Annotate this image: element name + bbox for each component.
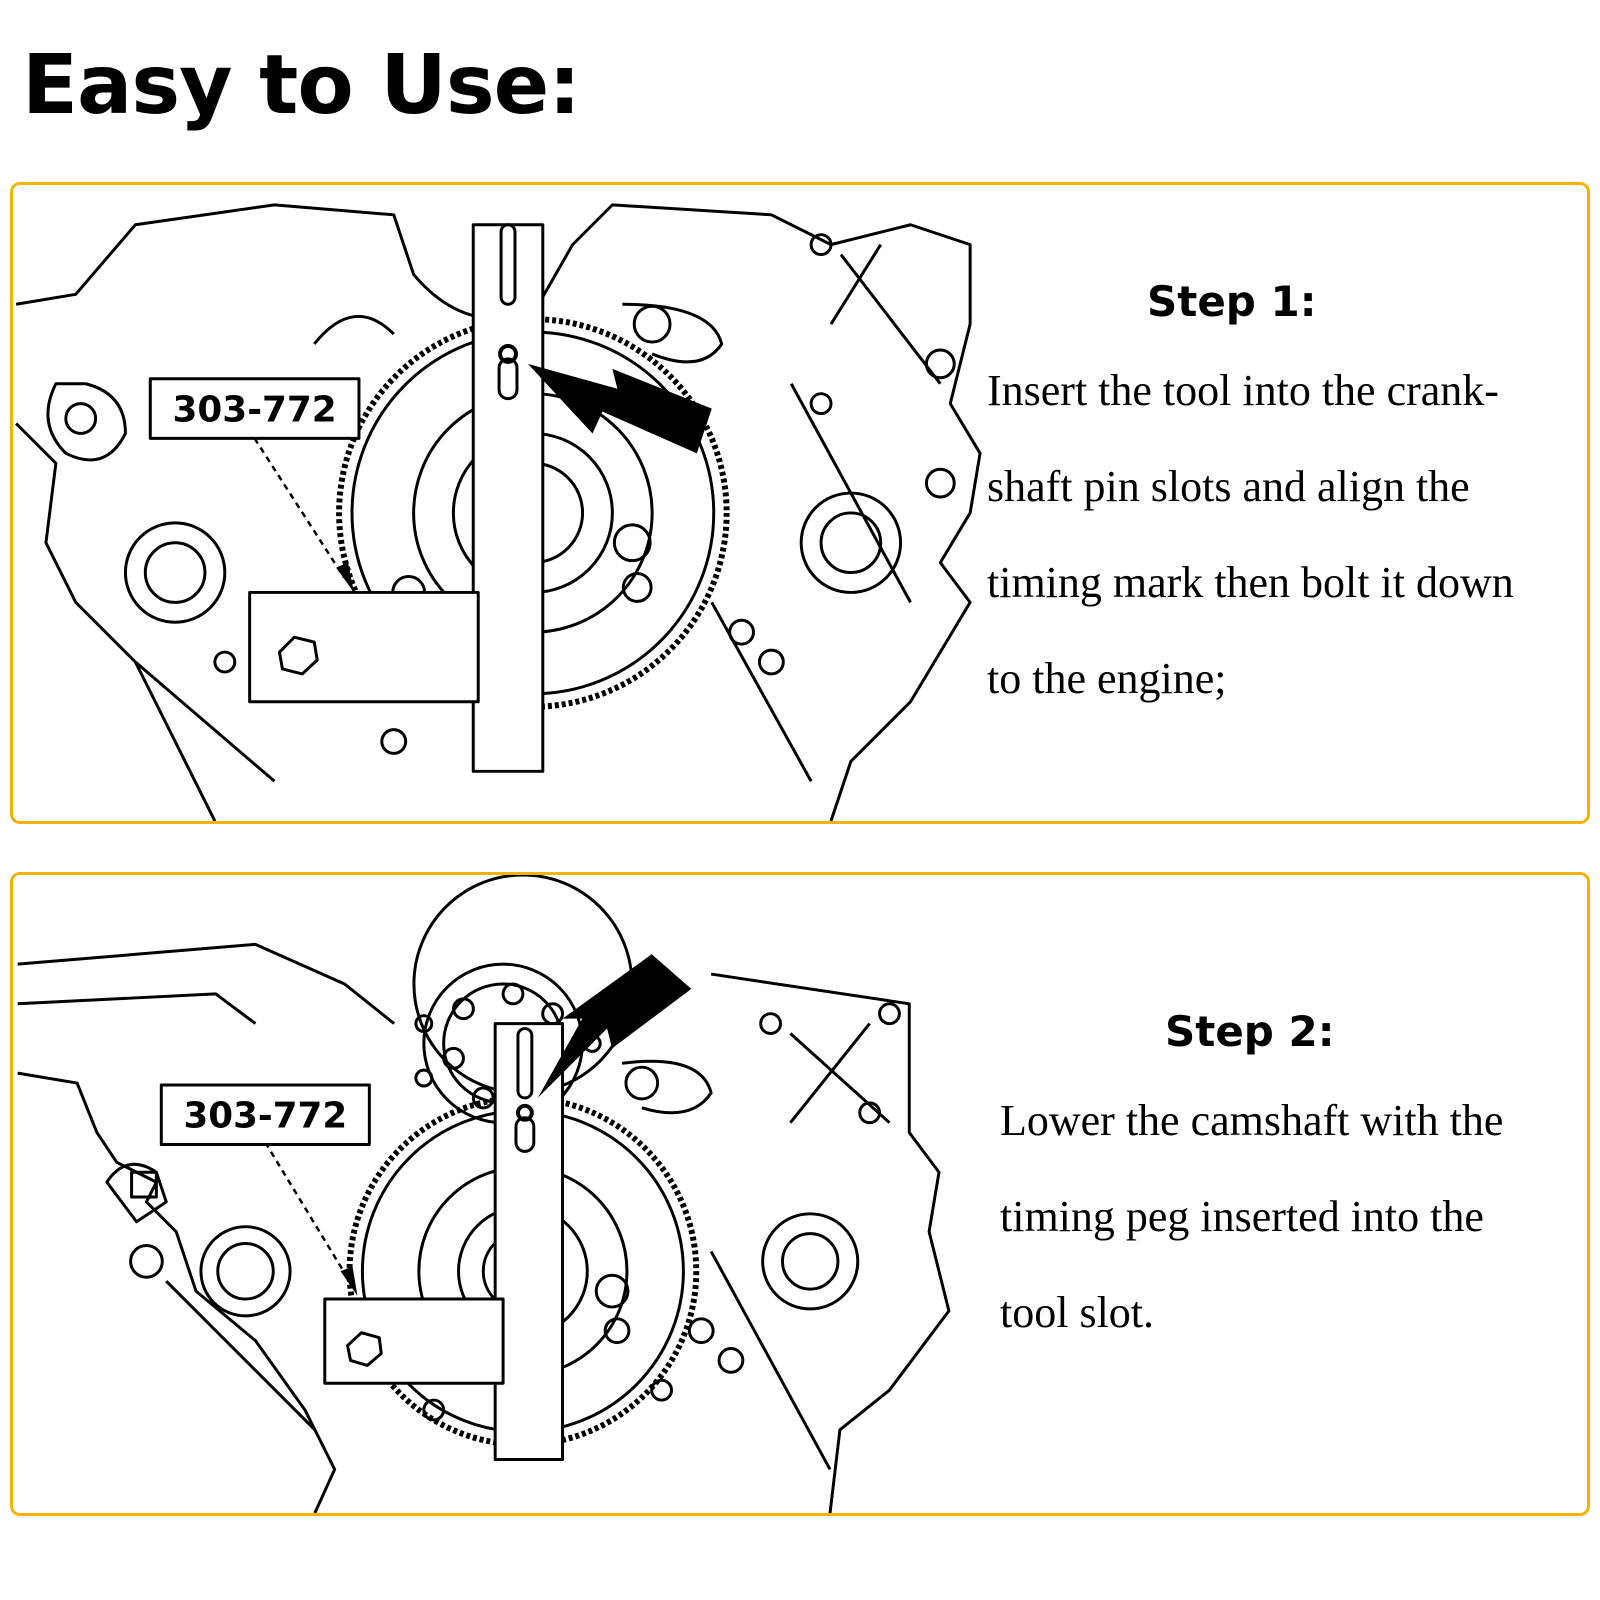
step-2-line: tool slot.	[1000, 1288, 1155, 1337]
part-number-label: 303-772	[183, 1096, 347, 1137]
step-2-diagram: 303-772	[13, 875, 1013, 1513]
part-number-label: 303-772	[173, 390, 337, 431]
step-1-line: timing mark then bolt it down	[987, 558, 1514, 607]
part-number-box	[148, 377, 361, 440]
timing-tool-bar	[471, 223, 545, 773]
step-1-line: to the engine;	[987, 654, 1227, 703]
step-2-text: Lower the camshaft with the timing peg i…	[1000, 1073, 1503, 1361]
step-2-title: Step 2:	[1165, 1007, 1335, 1056]
step-1-line: shaft pin slots and align the	[987, 462, 1470, 511]
pointer-arrow	[527, 363, 712, 454]
pointer-arrow	[537, 954, 692, 1098]
step-2-line: timing peg inserted into the	[1000, 1192, 1484, 1241]
step-2-line: Lower the camshaft with the	[1000, 1096, 1504, 1145]
step-1-title: Step 1:	[1147, 277, 1317, 326]
timing-tool-bar	[493, 1022, 565, 1461]
tool-bracket	[248, 590, 480, 704]
step-2-panel: 303-772 Step 2: Lower the camshaft with …	[10, 872, 1590, 1516]
step-1-line: Insert the tool into the crank-	[987, 366, 1499, 415]
part-number-box	[159, 1083, 371, 1146]
step-1-text: Insert the tool into the crank- shaft pi…	[987, 343, 1514, 727]
step-1-panel: 303-772 Step 1: Insert the tool into the…	[10, 182, 1590, 824]
page-title: Easy to Use:	[22, 38, 581, 133]
step-1-diagram: 303-772	[13, 185, 1013, 821]
engine-block-outline	[17, 942, 951, 1513]
